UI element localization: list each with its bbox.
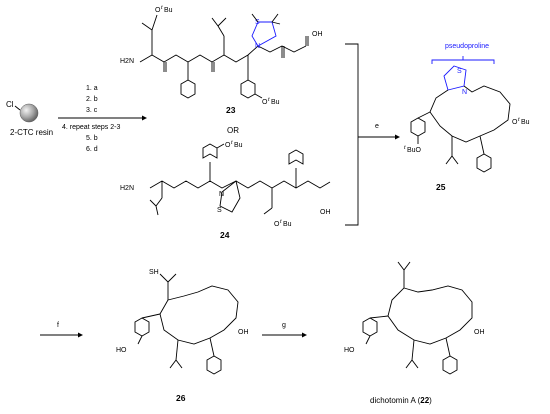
svg-text:Bu: Bu <box>271 99 280 106</box>
step-2: 2. b <box>86 96 98 103</box>
c25-number: 25 <box>436 182 446 192</box>
compound-24: O t Bu H2N N S O t Bu OH 24 <box>120 140 331 240</box>
c24-otbu2-o: O <box>274 221 280 228</box>
c23-number: 23 <box>226 105 236 115</box>
compound-26: SH HO OH 26 <box>116 269 249 403</box>
step-4: 4. repeat steps 2-3 <box>62 124 120 131</box>
resin-bead <box>19 103 39 123</box>
c25-otbu-o: O <box>512 119 518 126</box>
resin-cl-atom: Cl <box>6 100 14 109</box>
steps-group: 1. a 2. b 3. c 4. repeat steps 2-3 5. b … <box>58 85 147 153</box>
c23-h2n: H2N <box>120 58 134 65</box>
c22-oh: OH <box>474 329 485 336</box>
svg-text:Bu: Bu <box>234 142 243 149</box>
c26-ho: HO <box>116 347 127 354</box>
c23-otbu2-o: O <box>262 99 268 106</box>
c25-annotation: pseudoproline <box>445 43 489 50</box>
svg-text:t: t <box>280 219 282 225</box>
reagent-e: e <box>375 123 379 130</box>
svg-text:t: t <box>404 145 406 151</box>
arrow-f: f <box>40 322 83 338</box>
c23-otbu-o: O <box>155 7 161 14</box>
compound-23: O t Bu H2N S N O t Bu OH 23 <box>120 5 323 115</box>
step-6: 6. d <box>86 146 98 153</box>
reagent-g: g <box>282 322 286 329</box>
c25-tbuo: BuO <box>407 147 422 154</box>
c23-n: N <box>255 43 260 50</box>
compound-22: HO OH dichotomin A (22) <box>344 261 485 405</box>
compound-25: pseudoproline S N O t Bu t BuO 25 <box>404 43 530 192</box>
c26-oh: OH <box>238 329 249 336</box>
c24-otbu-o: O <box>225 142 231 149</box>
c24-n: N <box>219 191 224 198</box>
step-3: 3. c <box>86 107 98 114</box>
c24-number: 24 <box>220 230 230 240</box>
resin-group: Cl 2-CTC resin <box>6 100 53 137</box>
bracket-e: e <box>345 43 400 226</box>
c22-ho: HO <box>344 347 355 354</box>
c24-s: S <box>217 207 222 214</box>
svg-text:Bu: Bu <box>164 7 173 14</box>
c26-number: 26 <box>176 393 186 403</box>
c24-oh: OH <box>320 209 331 216</box>
c25-s: S <box>457 68 462 75</box>
or-text: OR <box>227 126 239 135</box>
svg-text:Bu: Bu <box>521 119 530 126</box>
svg-text:t: t <box>161 5 163 11</box>
step-1: 1. a <box>86 85 98 92</box>
resin-label: 2-CTC resin <box>10 128 53 137</box>
svg-text:Bu: Bu <box>283 221 292 228</box>
c23-s: S <box>255 19 260 26</box>
c26-sh: SH <box>149 269 159 276</box>
c25-n: N <box>462 89 467 96</box>
svg-text:t: t <box>518 117 520 123</box>
step-5: 5. b <box>86 135 98 142</box>
svg-text:t: t <box>268 97 270 103</box>
reagent-f: f <box>57 322 59 329</box>
c23-oh: OH <box>312 31 323 38</box>
c24-h2n: H2N <box>120 185 134 192</box>
arrow-g: g <box>262 322 307 338</box>
c22-name: dichotomin A (22) <box>370 396 432 405</box>
svg-text:t: t <box>231 140 233 146</box>
